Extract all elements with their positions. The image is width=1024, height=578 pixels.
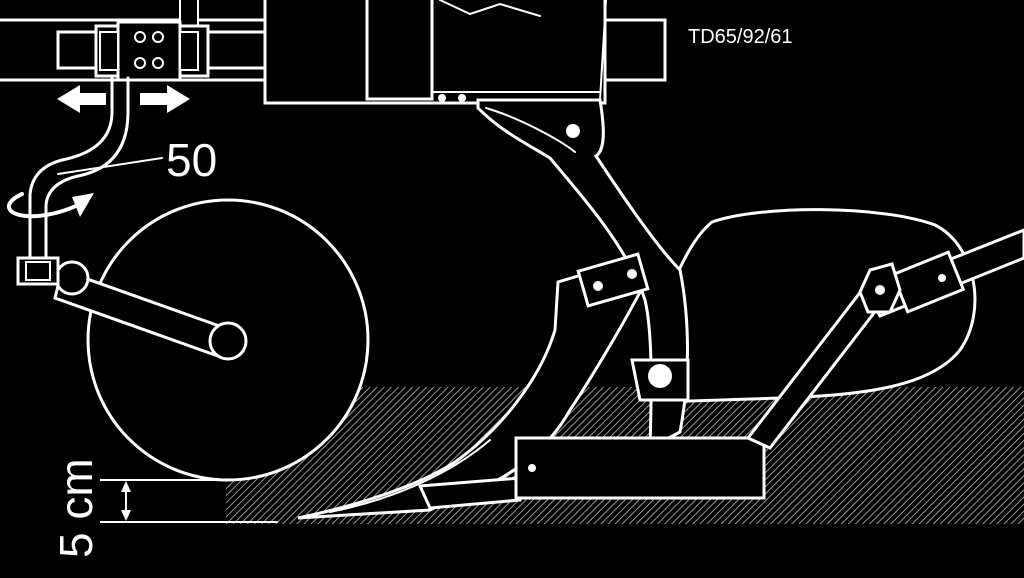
frame-clamp [94,20,210,82]
skid-bar [514,436,766,500]
depth-dimension-label: 5 cm [50,458,102,558]
landside [417,476,522,510]
mouldboard [653,208,977,404]
rotate-arrow-icon [7,192,94,219]
pivot-bolt [648,364,672,388]
double-horizontal-arrow-icon [57,85,190,113]
share-bracket [576,252,650,308]
adjusting-rod [858,228,1024,318]
figure-code: TD65/92/61 [688,26,793,48]
adjustment-screw [16,76,130,286]
callout-leader [57,157,163,175]
part-number-callout: 50 [166,134,217,186]
depth-dimension-arrow [121,481,131,521]
wheel-arm [53,260,248,361]
